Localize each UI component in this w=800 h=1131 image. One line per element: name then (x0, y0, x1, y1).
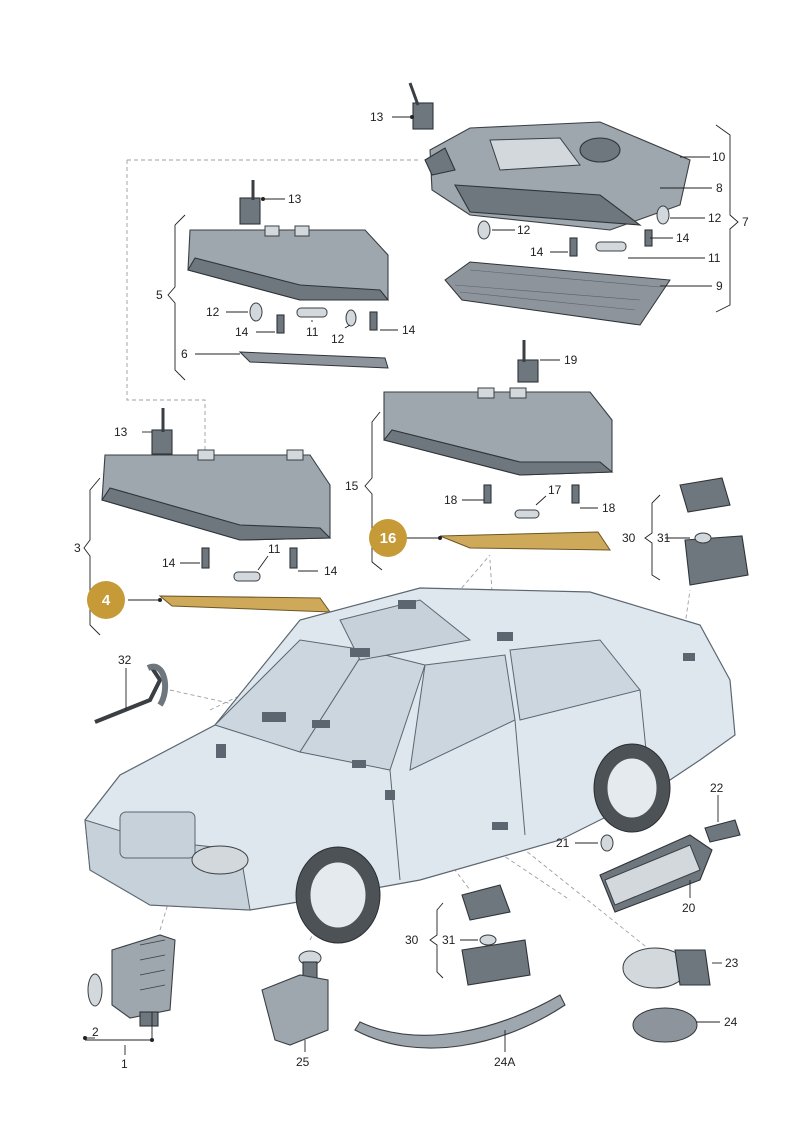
screw-icon (483, 484, 580, 504)
connector-icon (408, 82, 434, 130)
callout-9: 9 (716, 279, 723, 293)
lens-grille-9-icon (444, 261, 671, 326)
leader-lines (83, 116, 739, 1055)
callout-30-right: 30 (622, 531, 636, 545)
callout-23: 23 (725, 956, 739, 970)
interior-light-1-icon (87, 934, 176, 1027)
screw-icon (201, 547, 298, 569)
footwell-light-20-icon (599, 819, 741, 913)
trim-strip-16-icon (439, 531, 611, 551)
rear-wheel-icon (593, 743, 671, 833)
badge-16-label: 16 (380, 530, 397, 547)
leader-dots (83, 115, 442, 1042)
connector-icon (151, 408, 173, 455)
festoon-bulb-icon (233, 571, 261, 582)
highlight-badge-16: 16 (369, 519, 407, 557)
callout-11-b: 11 (306, 325, 319, 339)
callout-24: 24 (724, 1015, 738, 1029)
dome-light-housing-icon (187, 225, 390, 301)
callout-11-a: 11 (708, 251, 721, 265)
callout-10: 10 (712, 150, 726, 164)
festoon-bulb-icon (296, 307, 328, 318)
callout-30-bottom: 30 (405, 933, 419, 947)
light-lens-24-icon (632, 1007, 698, 1043)
callout-11-c: 11 (268, 542, 281, 556)
light-lens-23-icon (622, 947, 711, 989)
callout-14-e: 14 (162, 556, 176, 570)
callout-13-left: 13 (114, 425, 128, 439)
connector-icon (239, 180, 261, 225)
callout-12-a: 12 (708, 211, 722, 225)
callout-14-f: 14 (324, 564, 338, 578)
callout-5: 5 (156, 288, 163, 302)
callout-14-c: 14 (235, 325, 249, 339)
trim-strip-24a-icon (354, 994, 566, 1049)
callout-3: 3 (74, 541, 81, 555)
callout-12-c: 12 (206, 305, 220, 319)
dome-light-assembly-3 (101, 408, 332, 613)
cable-32-icon (94, 663, 169, 724)
dome-light-housing-icon (101, 449, 332, 541)
screw-icon (276, 311, 378, 334)
callout-25: 25 (296, 1055, 310, 1069)
trim-strip-6-icon (238, 351, 389, 369)
dome-light-assembly-15 (383, 340, 614, 551)
callout-13-middle: 13 (288, 192, 302, 206)
callout-12-d: 12 (331, 332, 345, 346)
callout-7: 7 (742, 215, 749, 229)
switch-25-icon (261, 950, 329, 1046)
highlight-badge-4: 4 (87, 581, 125, 619)
callout-18-a: 18 (444, 493, 458, 507)
bulb-icon (694, 532, 712, 544)
callout-31-right: 31 (657, 531, 671, 545)
callout-19: 19 (564, 353, 578, 367)
callout-1: 1 (121, 1057, 128, 1071)
dome-light-assembly-5 (187, 180, 390, 369)
light-housing-icon (679, 477, 749, 586)
callout-12-b: 12 (517, 223, 531, 237)
callout-15: 15 (345, 479, 359, 493)
connector-icon (517, 340, 539, 383)
callout-20: 20 (682, 901, 696, 915)
callout-13-top: 13 (370, 110, 384, 124)
callout-32: 32 (118, 653, 132, 667)
callout-14-a: 14 (676, 231, 690, 245)
callout-31-bottom: 31 (442, 933, 456, 947)
luggage-light-assembly-30-right (679, 477, 749, 586)
dome-light-housing-icon (383, 387, 614, 476)
bulb-icon (477, 205, 670, 240)
front-wheel-icon (295, 846, 381, 944)
callout-14-d: 14 (402, 323, 416, 337)
callout-labels: 13 13 13 10 8 12 7 12 14 14 11 9 5 12 14… (74, 110, 749, 1071)
dome-light-assembly-7 (408, 82, 691, 326)
callout-2: 2 (92, 1025, 99, 1039)
car-body-icon (84, 587, 736, 944)
dome-light-housing-icon (424, 121, 691, 231)
callout-6: 6 (181, 347, 188, 361)
callout-22: 22 (710, 781, 724, 795)
badge-4-label: 4 (102, 592, 111, 609)
festoon-bulb-icon (595, 241, 627, 252)
trim-strip-4-icon (158, 595, 331, 613)
callout-24a: 24A (494, 1055, 515, 1069)
callout-21: 21 (556, 836, 570, 850)
callout-17: 17 (548, 483, 562, 497)
callout-14-b: 14 (530, 245, 544, 259)
festoon-bulb-icon (514, 509, 540, 519)
bulb-icon (249, 302, 357, 327)
callout-8: 8 (716, 181, 723, 195)
luggage-light-assembly-30-bottom (461, 884, 531, 986)
callout-18-b: 18 (602, 501, 616, 515)
